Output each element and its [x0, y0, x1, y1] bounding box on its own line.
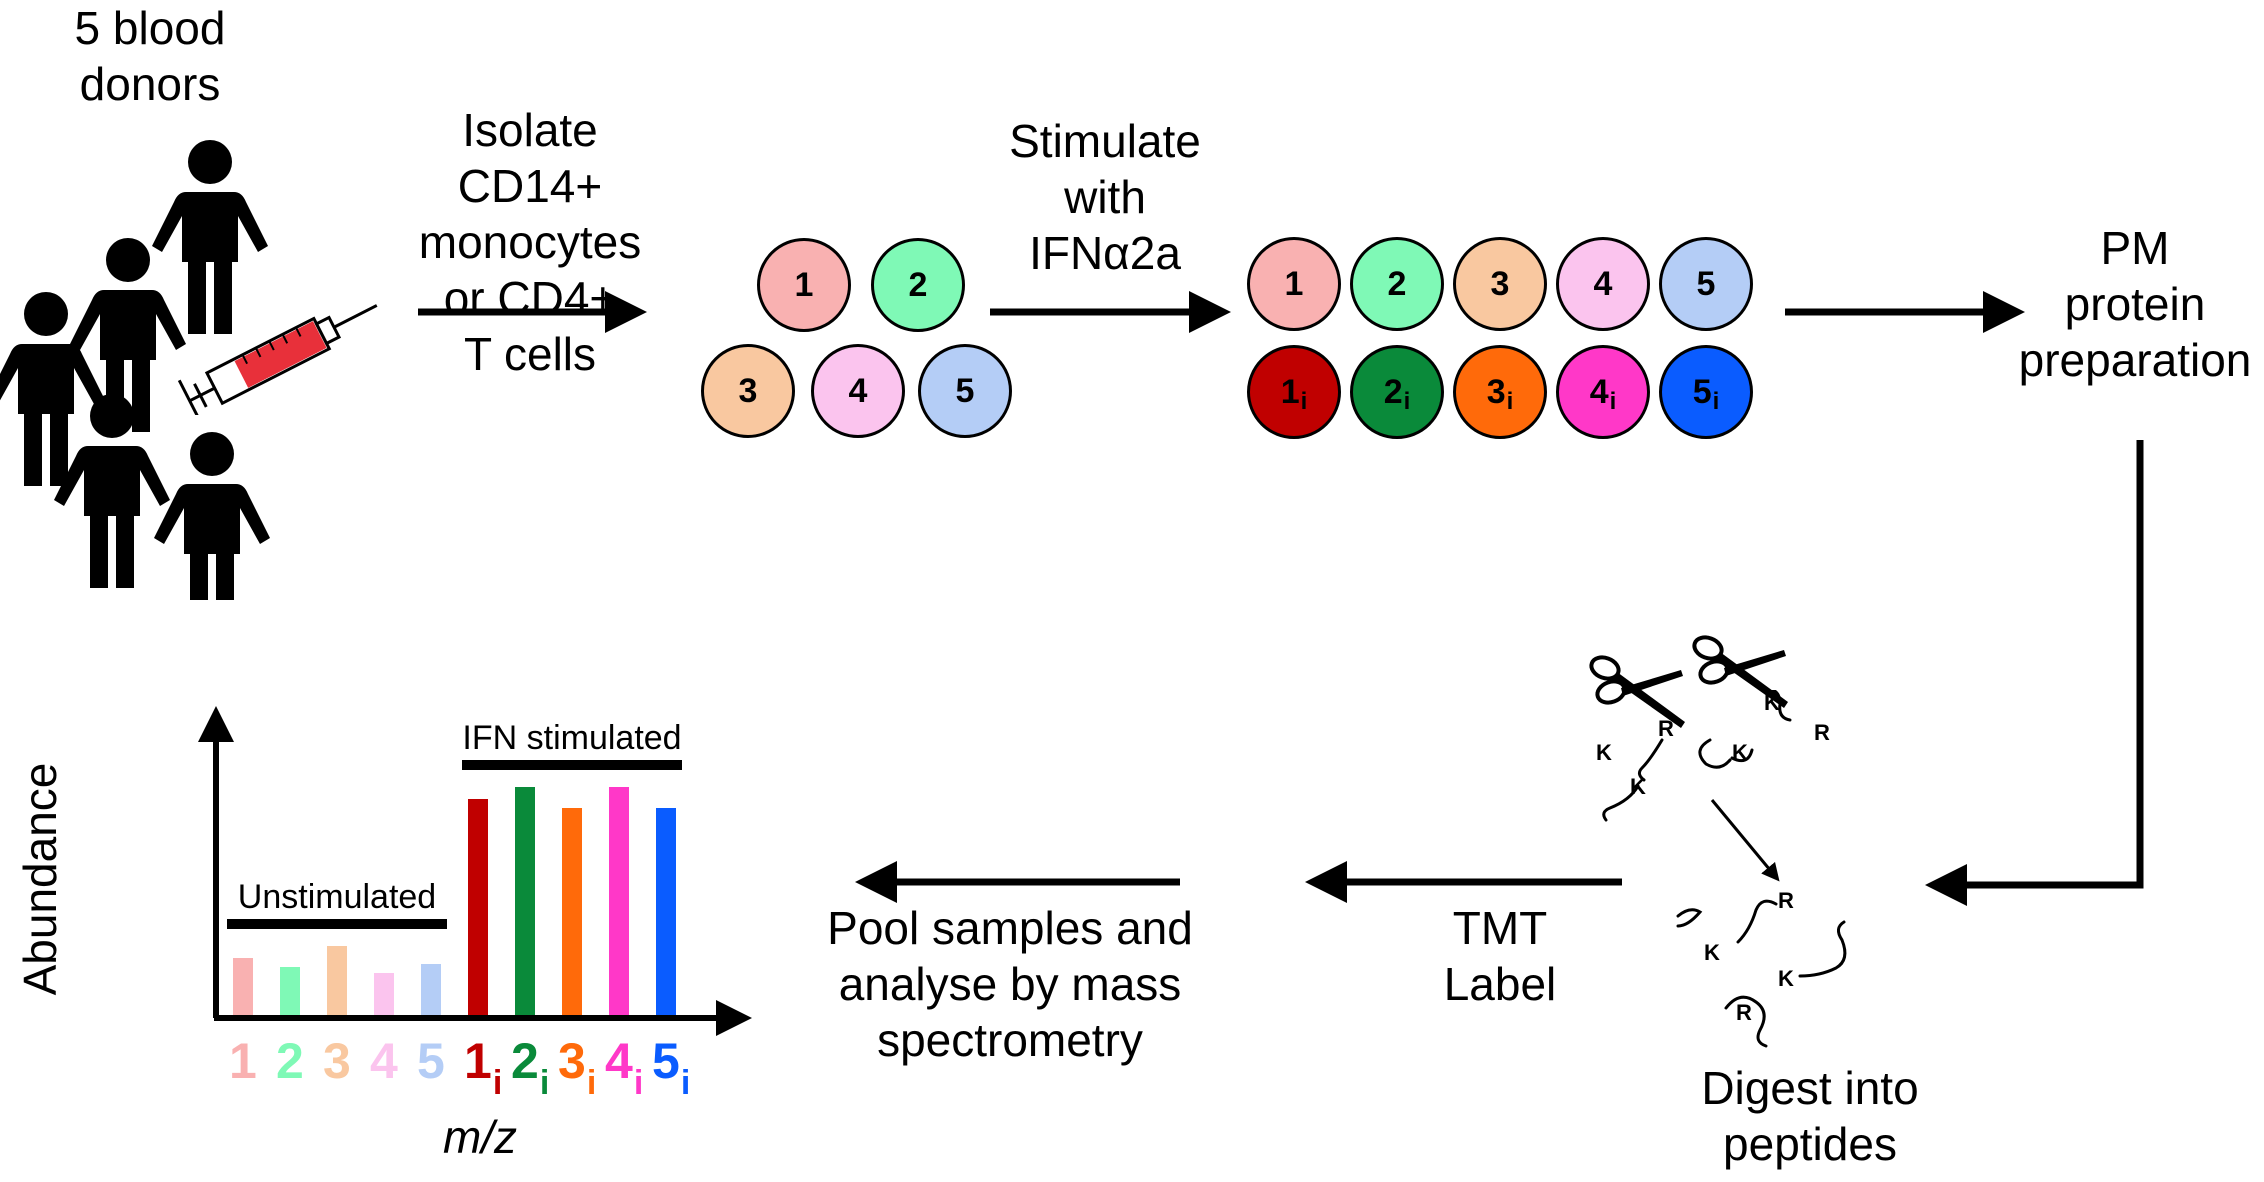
residue-label: K: [1704, 940, 1720, 965]
donors-icon: [0, 140, 270, 600]
x-tick-label: 1i: [464, 1033, 503, 1102]
residue-label: R: [1814, 720, 1830, 745]
group-label: Unstimulated: [238, 878, 436, 916]
y-axis-label: Abundance: [14, 762, 66, 996]
scissors-icon: [1589, 655, 1685, 728]
syringe-icon: [177, 304, 378, 415]
peptide: [1798, 920, 1847, 978]
residue-label: R: [1778, 888, 1794, 913]
bar-5i: [656, 808, 676, 1015]
x-tick-label: 1: [229, 1033, 257, 1089]
person-icon: [154, 432, 270, 600]
protein-strand: [1602, 784, 1640, 822]
x-axis-label: m/z: [442, 1111, 518, 1163]
residue-label: R: [1736, 1000, 1752, 1025]
residue-label: R: [1658, 716, 1674, 741]
bar-4: [374, 973, 394, 1015]
mass-spec-chart: Unstimulated IFN stimulated: [198, 706, 752, 1036]
x-tick-label: 4i: [605, 1033, 644, 1102]
protein-strand: [1698, 738, 1732, 769]
bar-2i: [515, 787, 535, 1015]
x-tick-label: 3: [323, 1033, 351, 1089]
scissors-icon: [1692, 635, 1788, 708]
person-icon: [54, 394, 170, 588]
protein-strand: [1764, 690, 1792, 722]
bar-4i: [609, 787, 629, 1015]
peptide-strands: R K K K R K R K K R: [1596, 690, 1847, 1048]
x-tick-label: 2i: [511, 1033, 550, 1102]
x-tick-label: 5i: [652, 1033, 691, 1102]
control-circle-1: 1: [1247, 237, 1341, 331]
sample-circle-4: 4: [811, 344, 905, 438]
peptide: [1724, 995, 1768, 1048]
control-circle-2: 2: [1350, 237, 1444, 331]
person-icon: [152, 140, 268, 334]
control-circle-4: 4: [1556, 237, 1650, 331]
residue-label: K: [1630, 774, 1646, 799]
residue-label: K: [1764, 690, 1780, 715]
group-label: IFN stimulated: [462, 719, 681, 757]
bar-3: [327, 946, 347, 1015]
peptide: [1736, 899, 1778, 944]
bar-1: [233, 958, 253, 1015]
sample-circle-1: 1: [757, 238, 851, 332]
connector-pm-to-digest: [1925, 440, 2144, 906]
bar-1i: [468, 799, 488, 1015]
x-tick-label: 4: [370, 1033, 398, 1089]
arrow-digest: [1710, 799, 1780, 882]
sample-circle-5: 5: [918, 344, 1012, 438]
residue-label: K: [1596, 740, 1612, 765]
control-circle-3: 3: [1453, 237, 1547, 331]
x-tick-label: 5: [417, 1033, 445, 1089]
protein-strand: [1730, 748, 1754, 763]
sample-circle-2: 2: [871, 238, 965, 332]
x-tick-label: 2: [276, 1033, 304, 1089]
bar-2: [280, 967, 300, 1015]
x-tick-label: 3i: [558, 1033, 597, 1102]
peptide: [1676, 908, 1703, 928]
residue-label: K: [1778, 966, 1794, 991]
bar-3i: [562, 808, 582, 1015]
bar-5: [421, 964, 441, 1015]
sample-circle-3: 3: [701, 344, 795, 438]
protein-strand: [1637, 738, 1664, 782]
control-circle-5: 5: [1659, 237, 1753, 331]
residue-label: K: [1732, 740, 1748, 765]
person-icon: [0, 292, 104, 486]
